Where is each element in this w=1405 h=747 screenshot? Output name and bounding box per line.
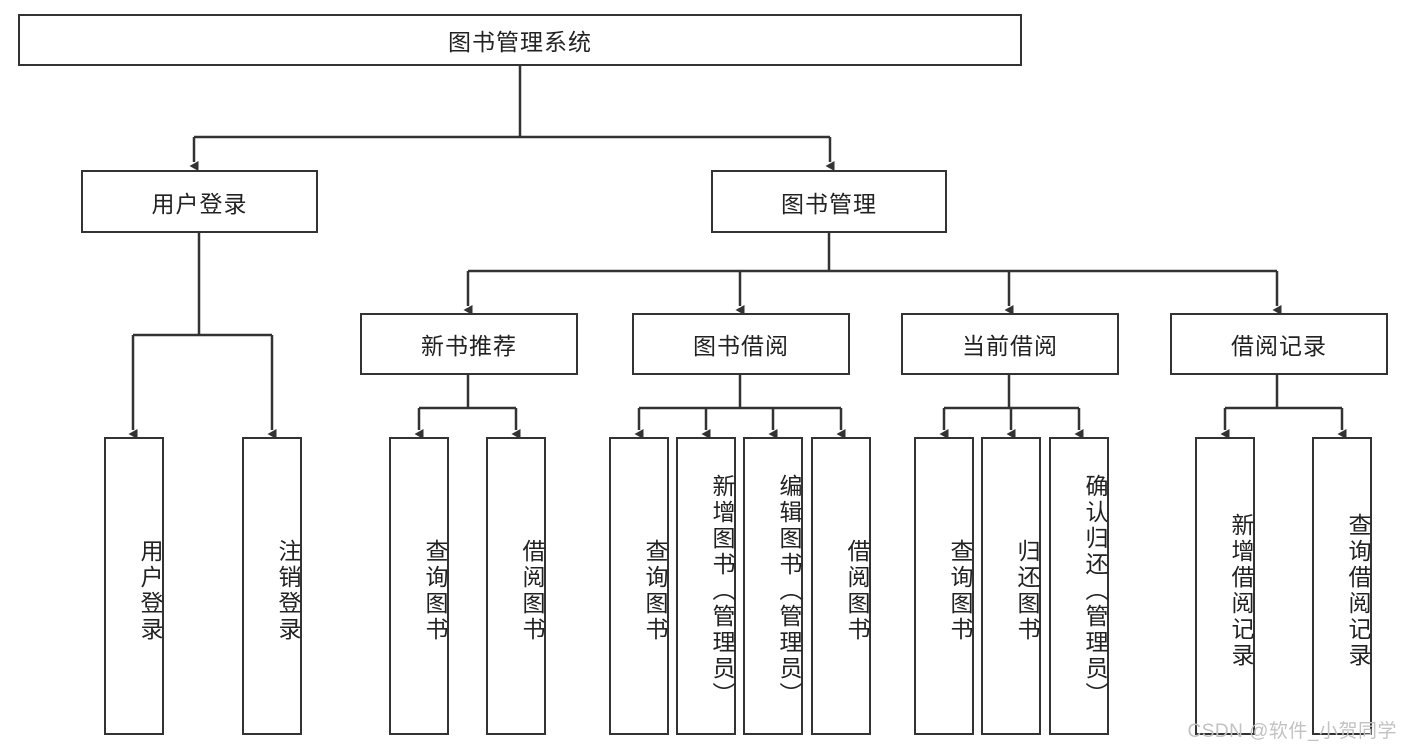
node-label: 借阅图书 (844, 539, 870, 643)
node-book-management[interactable]: 图书管理 (711, 170, 947, 233)
node-label: 查询图书 (947, 539, 973, 643)
leaf-query-book-borrow[interactable]: 查询图书 (609, 437, 669, 735)
node-label: 图书管理 (781, 190, 877, 217)
node-label: 借阅图书 (519, 539, 545, 643)
node-label: 查询借阅记录 (1345, 513, 1371, 669)
leaf-add-borrow-record[interactable]: 新增借阅记录 (1195, 437, 1255, 735)
leaf-return-book[interactable]: 归还图书 (981, 437, 1041, 735)
node-label: 用户登录 (151, 190, 248, 217)
node-label: 新增借阅记录 (1228, 513, 1254, 669)
node-book-borrow[interactable]: 图书借阅 (632, 313, 850, 375)
node-label: 归还图书 (1014, 539, 1040, 643)
node-label: 注销登录 (275, 539, 301, 643)
node-label: 图书借阅 (693, 333, 789, 359)
leaf-user-logout[interactable]: 注销登录 (242, 437, 302, 735)
node-label: 当前借阅 (962, 333, 1058, 359)
leaf-borrow-book[interactable]: 借阅图书 (811, 437, 871, 735)
watermark: CSDN @软件_小贺同学 (1187, 721, 1397, 742)
node-borrow-record[interactable]: 借阅记录 (1170, 313, 1388, 375)
leaf-edit-book-admin[interactable]: 编辑图书（管理员） (743, 437, 803, 735)
node-label: 图书管理系统 (448, 29, 592, 55)
node-current-borrow[interactable]: 当前借阅 (901, 313, 1119, 375)
node-label: 查询图书 (422, 539, 448, 643)
leaf-add-book-admin[interactable]: 新增图书（管理员） (676, 437, 736, 735)
leaf-borrow-book-recommend[interactable]: 借阅图书 (486, 437, 546, 735)
leaf-query-book-recommend[interactable]: 查询图书 (389, 437, 449, 735)
node-new-book-recommend[interactable]: 新书推荐 (360, 313, 578, 375)
leaf-user-login[interactable]: 用户登录 (104, 437, 164, 735)
node-label: 确认归还（管理员） (1082, 474, 1108, 708)
leaf-query-borrow-record[interactable]: 查询借阅记录 (1312, 437, 1372, 735)
node-label: 查询图书 (642, 539, 668, 643)
node-user-login[interactable]: 用户登录 (81, 170, 318, 233)
leaf-confirm-return-admin[interactable]: 确认归还（管理员） (1049, 437, 1109, 735)
node-label: 新书推荐 (421, 333, 517, 359)
leaf-query-book-current[interactable]: 查询图书 (914, 437, 974, 735)
node-root-system[interactable]: 图书管理系统 (18, 14, 1022, 66)
node-label: 借阅记录 (1231, 333, 1327, 359)
node-label: 编辑图书（管理员） (776, 474, 802, 708)
node-label: 新增图书（管理员） (709, 474, 735, 708)
node-label: 用户登录 (137, 539, 163, 643)
